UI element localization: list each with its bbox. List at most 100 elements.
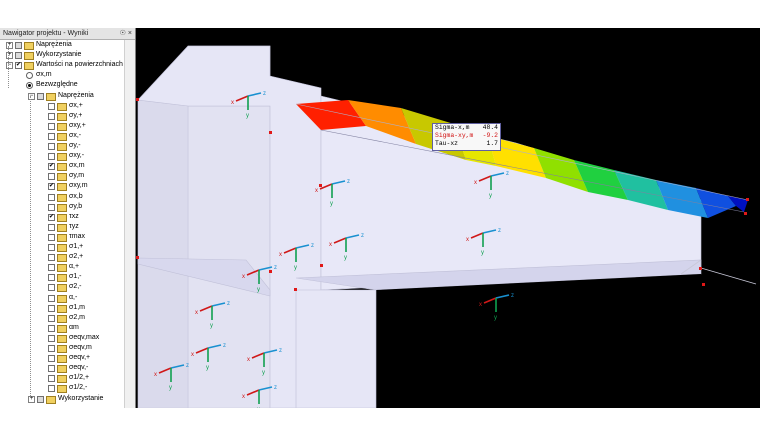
tree-item[interactable]: σ2,+ — [0, 252, 125, 263]
axis-triad: xzy — [247, 348, 282, 376]
panel-header-buttons[interactable]: ☉ × — [120, 28, 132, 39]
checkbox[interactable] — [37, 92, 44, 100]
checkbox[interactable]: ✔ — [48, 163, 55, 171]
axis-label: x — [479, 302, 482, 308]
tree-item[interactable]: τmax — [0, 232, 125, 242]
collapse-icon[interactable]: − — [6, 62, 13, 70]
checkbox[interactable] — [48, 143, 55, 150]
tree-item[interactable]: σx,+ — [0, 101, 125, 111]
checkbox[interactable] — [48, 153, 55, 161]
tree-item[interactable]: σeqv,+ — [0, 353, 125, 364]
checkbox[interactable] — [48, 304, 55, 312]
axis-line — [333, 237, 347, 244]
checkbox[interactable]: ✔ — [48, 213, 55, 221]
tree-item[interactable]: τyz — [0, 222, 125, 232]
tree-item[interactable]: ✔τxz — [0, 212, 125, 222]
axis-label: y — [344, 255, 347, 261]
tree-item[interactable]: σxy,+ — [0, 121, 125, 131]
checkbox[interactable] — [48, 365, 55, 373]
tree-item-label: σeqv,- — [69, 364, 89, 372]
pin-icon[interactable]: ☉ — [119, 30, 126, 37]
tree-item[interactable]: σy,- — [0, 141, 125, 151]
vertical-scrollbar[interactable] — [124, 40, 135, 408]
radio-button[interactable] — [26, 72, 33, 80]
checkbox[interactable] — [48, 314, 55, 322]
result-type-icon — [57, 355, 67, 364]
tree-item[interactable]: σ1/2,+ — [0, 373, 125, 384]
model-viewport[interactable]: xzyxzyxzyxzyxzyxzyxzyxzyxzyxzyxzyxzyxzy … — [136, 28, 760, 413]
tree-item[interactable]: +Naprężenia — [0, 40, 125, 50]
checkbox[interactable] — [48, 122, 55, 130]
tree-item[interactable]: σ1/2,- — [0, 383, 125, 394]
checkbox[interactable] — [15, 52, 22, 60]
radio-button[interactable] — [26, 82, 33, 90]
checkbox[interactable] — [48, 375, 55, 383]
axis-label: x — [474, 180, 477, 186]
checkbox[interactable] — [48, 284, 55, 292]
tree-item[interactable]: αm — [0, 323, 125, 333]
tree-item[interactable]: σx,- — [0, 131, 125, 141]
tree-item[interactable]: −✔Wartości na powierzchniach — [0, 60, 125, 71]
tree-item[interactable]: σ2,- — [0, 282, 125, 293]
axis-label: x — [466, 237, 469, 243]
tree-item[interactable]: σy,+ — [0, 111, 125, 121]
expand-icon[interactable]: + — [28, 395, 35, 403]
tree-item[interactable]: α,+ — [0, 262, 125, 273]
checkbox[interactable] — [48, 173, 55, 181]
checkbox[interactable] — [48, 193, 55, 201]
checkbox[interactable]: ✔ — [15, 62, 22, 70]
tree-item[interactable]: α,- — [0, 293, 125, 303]
tree-item[interactable]: σeqv,max — [0, 333, 125, 343]
checkbox[interactable] — [48, 294, 55, 302]
tree-item[interactable]: +Wykorzystanie — [0, 394, 125, 404]
tree-item[interactable]: σx,b — [0, 192, 125, 202]
checkbox[interactable] — [48, 385, 55, 393]
result-type-icon — [57, 183, 67, 192]
tree-item[interactable]: +Wykorzystanie — [0, 50, 125, 61]
axis-label: x — [242, 394, 245, 400]
tree-item[interactable]: σ1,+ — [0, 242, 125, 252]
checkbox[interactable] — [15, 42, 22, 49]
tree-item[interactable]: σeqv,m — [0, 343, 125, 353]
tree-item[interactable]: −Naprężenia — [0, 91, 125, 101]
axis-label: z — [311, 243, 314, 249]
checkbox[interactable] — [37, 395, 44, 403]
tree-item[interactable]: ✔σx,m — [0, 161, 125, 172]
checkbox[interactable] — [48, 274, 55, 282]
tree-item[interactable]: σ1,- — [0, 272, 125, 283]
checkbox[interactable] — [48, 324, 55, 332]
checkbox[interactable]: ✔ — [48, 183, 55, 191]
checkbox[interactable] — [48, 254, 55, 262]
expand-icon[interactable]: + — [6, 52, 13, 60]
tree-item[interactable]: σeqv,- — [0, 363, 125, 374]
tree-item[interactable]: σxy,- — [0, 151, 125, 162]
checkbox[interactable] — [48, 233, 55, 241]
tree-item[interactable]: σ2,m — [0, 313, 125, 323]
expand-icon[interactable]: + — [6, 42, 13, 49]
checkbox[interactable] — [48, 345, 55, 352]
checkbox[interactable] — [48, 334, 55, 342]
checkbox[interactable] — [48, 355, 55, 363]
tree-item-label: σy,- — [69, 142, 81, 149]
tree-item-label: σx,b — [69, 192, 83, 200]
tree-item[interactable]: σx,m — [0, 70, 125, 80]
checkbox[interactable] — [48, 223, 55, 231]
checkbox[interactable] — [48, 132, 55, 140]
tree-item-label: σ1,- — [69, 273, 82, 281]
close-icon[interactable]: × — [127, 30, 132, 37]
tree-item[interactable]: ✔σxy,m — [0, 181, 125, 192]
tree-item[interactable]: σy,m — [0, 171, 125, 182]
checkbox[interactable] — [48, 264, 55, 272]
axis-line — [345, 234, 360, 239]
tree-item[interactable]: σ1,m — [0, 303, 125, 313]
collapse-icon[interactable]: − — [28, 92, 35, 100]
checkbox[interactable] — [48, 112, 55, 120]
tree-item[interactable]: Bezwzględne — [0, 80, 125, 90]
axis-triad: xzy — [479, 293, 514, 321]
checkbox[interactable] — [48, 203, 55, 211]
checkbox[interactable] — [48, 102, 55, 110]
project-navigator-panel: Nawigator projektu - Wyniki ☉ × +Napręże… — [0, 28, 136, 408]
checkbox[interactable] — [48, 244, 55, 251]
tree-connector — [8, 46, 9, 88]
tree-item[interactable]: σy,b — [0, 202, 125, 212]
